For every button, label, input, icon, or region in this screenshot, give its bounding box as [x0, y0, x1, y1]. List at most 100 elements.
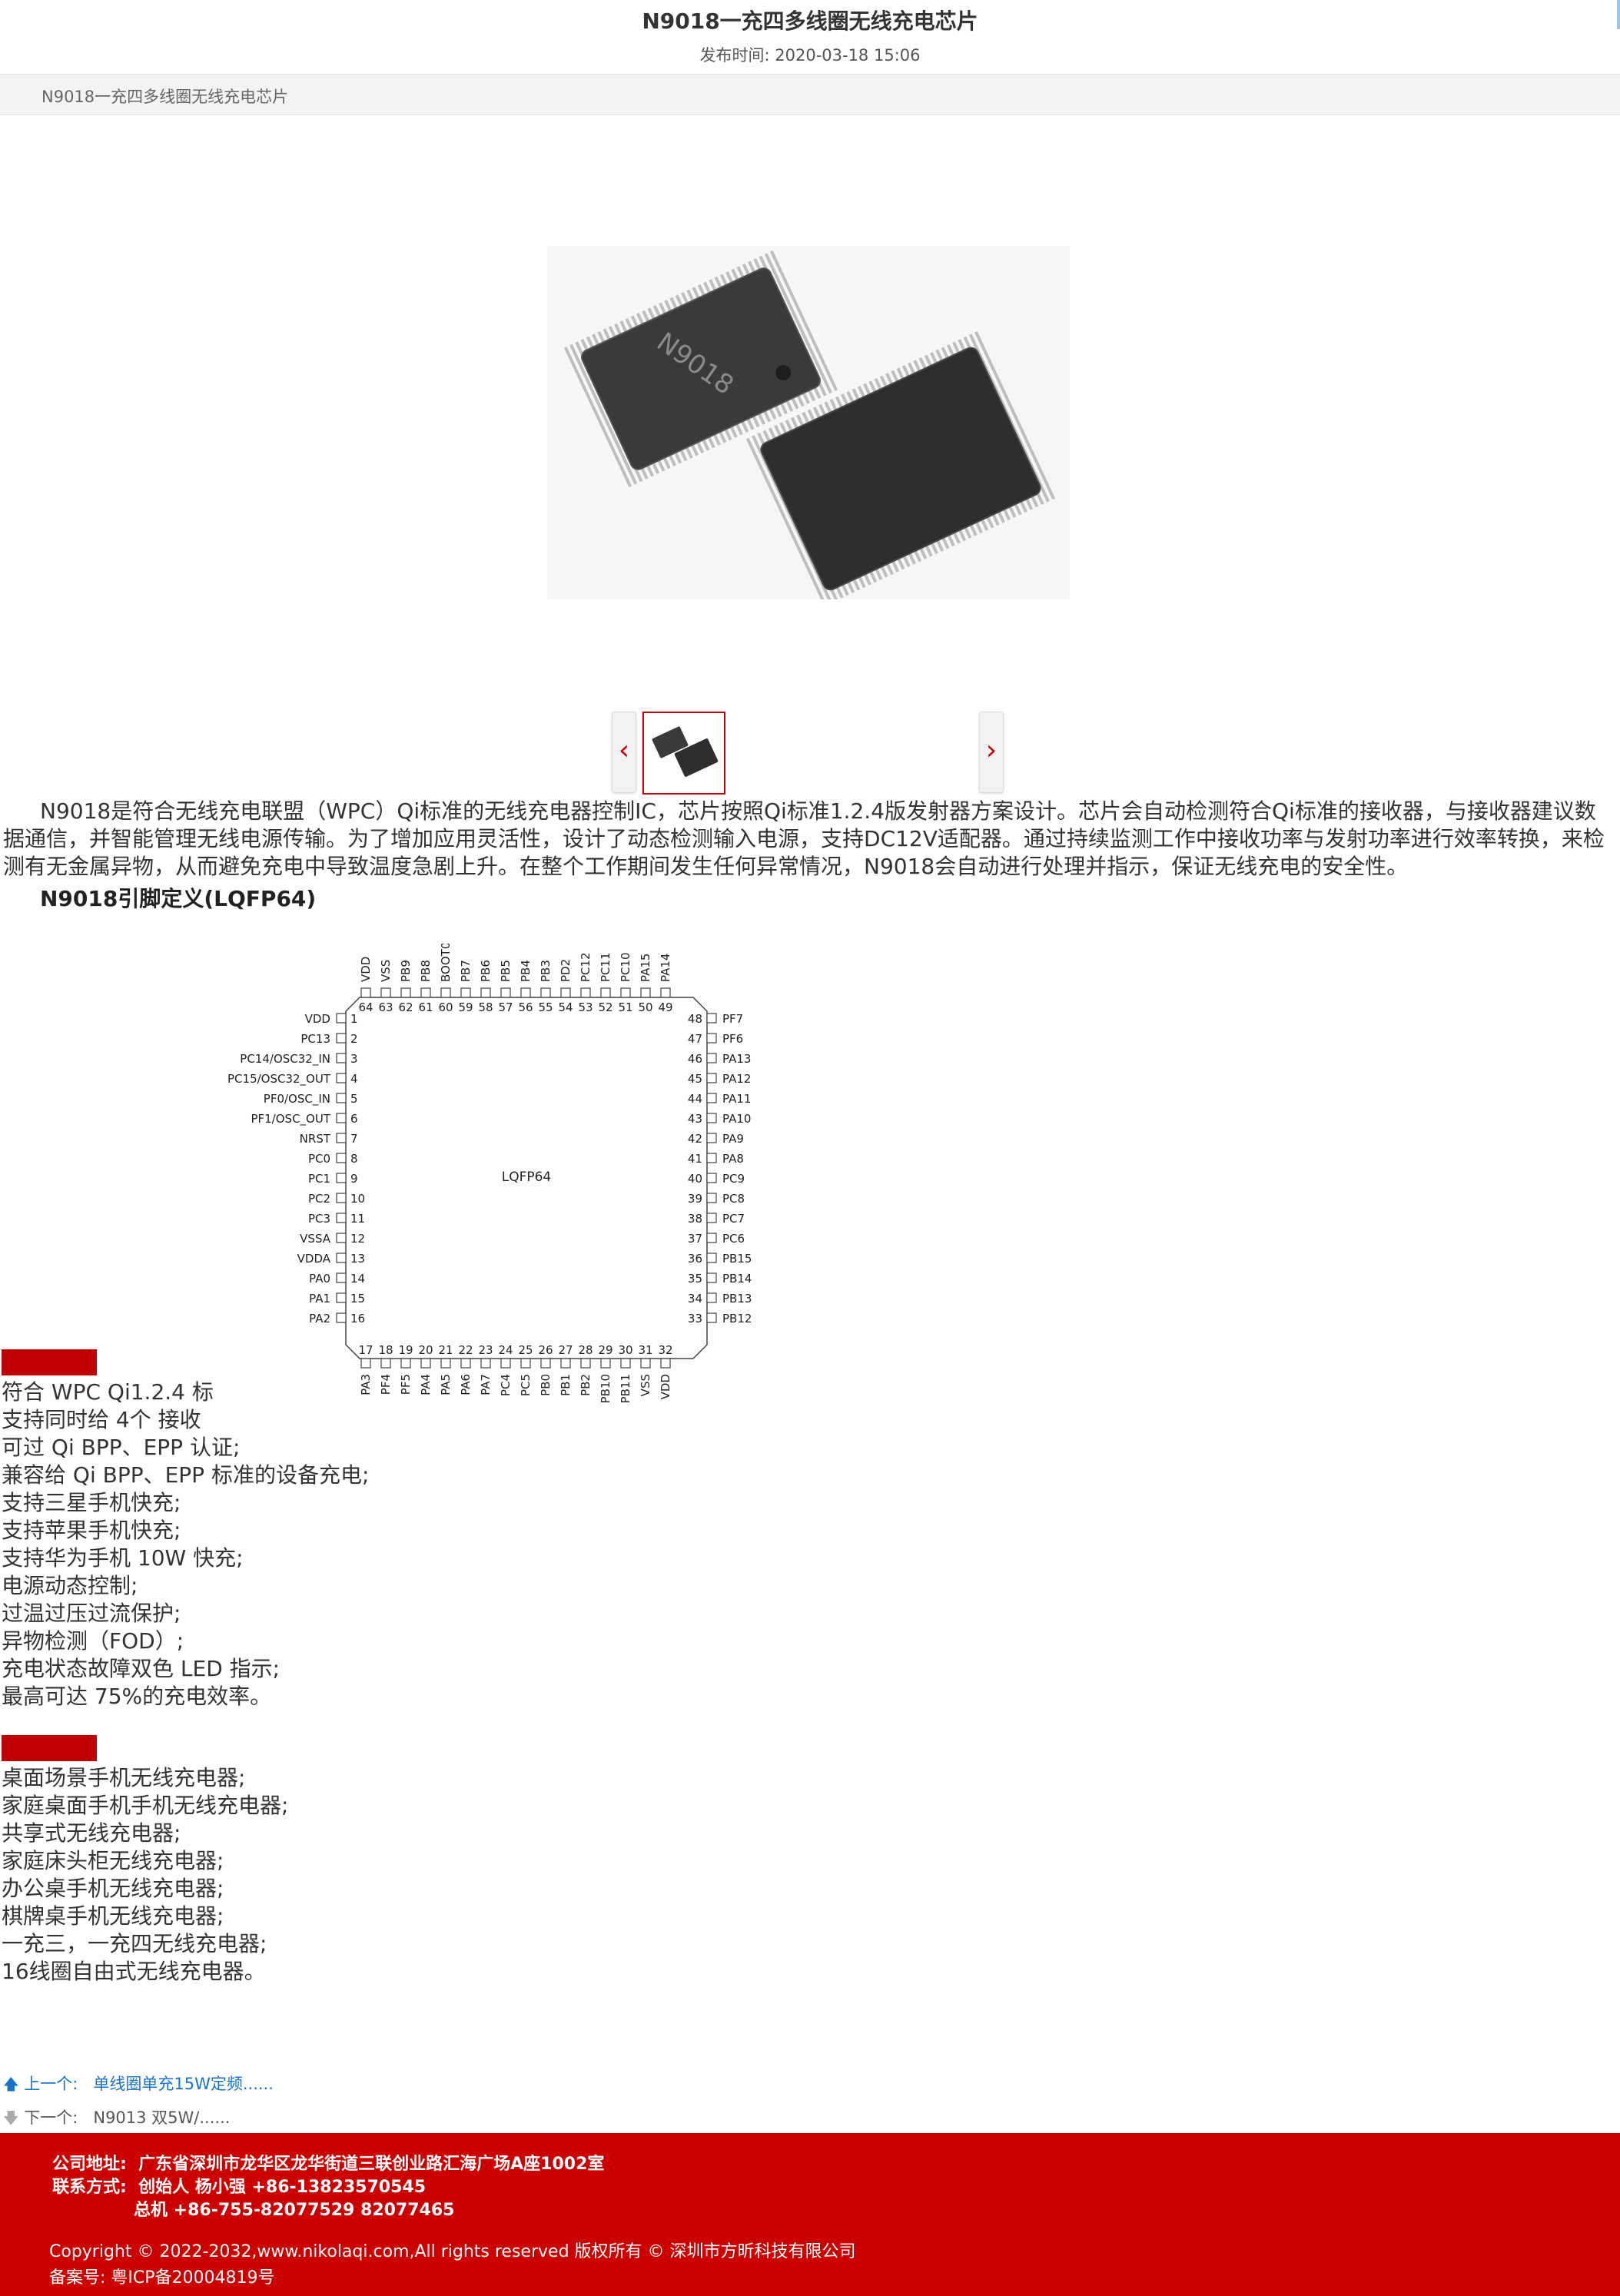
pin-name: PB2 — [579, 1374, 593, 1396]
next-label: 下一个: — [24, 2109, 78, 2127]
pin-number: 5 — [350, 1092, 358, 1106]
pin-name: PA14 — [659, 954, 672, 982]
pin-pad — [706, 1292, 717, 1303]
pin-name: PB3 — [539, 960, 553, 982]
feature-item: 过温过压过流保护; — [2, 1601, 181, 1626]
pin-pad — [706, 1193, 717, 1203]
pin-number: 20 — [418, 1343, 433, 1357]
pin-number: 36 — [688, 1252, 702, 1266]
pin-name: VDD — [359, 957, 373, 982]
address-value: 广东省深圳市龙华区龙华街道三联创业路汇海广场A座1002室 — [138, 2155, 605, 2174]
pin-name: PA15 — [639, 954, 652, 982]
pin-number: 25 — [518, 1343, 533, 1357]
gallery-next-button[interactable]: › — [979, 712, 1004, 793]
thumbnail-image — [652, 726, 719, 777]
pin-pad — [336, 1153, 347, 1163]
pin-number: 32 — [658, 1343, 672, 1357]
pin-name: PC11 — [599, 952, 612, 982]
pin-pad — [580, 987, 591, 998]
feature-item: 可过 Qi BPP、EPP 认证; — [2, 1435, 241, 1460]
applications-list: 桌面场景手机无线充电器;家庭桌面手机手机无线充电器;共享式无线充电器;家庭床头柜… — [2, 1764, 288, 1986]
pin-name: PA11 — [722, 1092, 751, 1106]
pin-pad — [706, 1153, 717, 1163]
pin-pad — [400, 987, 411, 998]
feature-item: 异物检测（FOD）; — [2, 1628, 184, 1654]
arrow-down-icon: 🡇 — [3, 2109, 19, 2127]
pin-pad — [660, 987, 671, 998]
pin-name: PF7 — [722, 1012, 743, 1026]
pin-name: PA7 — [479, 1374, 493, 1395]
footer-contact: 联系方式: 创始人 杨小强 +86-13823570545 — [52, 2173, 426, 2198]
pin-number: 21 — [438, 1343, 453, 1357]
pin-number: 53 — [578, 1000, 593, 1014]
pin-name: PA5 — [439, 1374, 453, 1395]
pin-number: 51 — [618, 1000, 632, 1014]
pin-pad — [460, 1358, 471, 1369]
pin-number: 64 — [358, 1000, 373, 1014]
publish-date: 发布时间: 2020-03-18 15:06 — [0, 43, 1620, 66]
pin-name: PA1 — [309, 1292, 330, 1306]
pin-number: 52 — [598, 1000, 612, 1014]
feature-item: 兼容给 Qi BPP、EPP 标准的设备充电; — [2, 1462, 370, 1488]
package-label: LQFP64 — [502, 1170, 552, 1185]
next-title[interactable]: N9013 双5W/...... — [93, 2109, 231, 2127]
breadcrumb[interactable]: N9018一充四多线圈无线充电芯片 — [41, 88, 289, 106]
pin-number: 45 — [688, 1072, 702, 1086]
pin-name: VDD — [659, 1374, 672, 1399]
gallery-prev-button[interactable]: ‹ — [612, 712, 636, 793]
scrollbar-indicator — [1617, 0, 1620, 29]
features-list: 符合 WPC Qi1.2.4 标支持同时给 4个 接收可过 Qi BPP、EPP… — [2, 1379, 369, 1710]
pin-number: 50 — [638, 1000, 652, 1014]
pin-pad — [560, 1358, 571, 1369]
pin-pad — [336, 1093, 347, 1103]
pin-number: 43 — [688, 1112, 702, 1126]
pin-pad — [660, 1358, 671, 1369]
pin-name: PC9 — [722, 1172, 745, 1186]
pin-pad — [706, 1272, 717, 1283]
pin-pad — [360, 1358, 371, 1369]
prev-title[interactable]: 单线圈单充15W定频...... — [93, 2075, 274, 2093]
pin-name: PC15/OSC32_OUT — [227, 1072, 331, 1087]
pin-number: 2 — [350, 1032, 358, 1046]
pin-number: 39 — [688, 1192, 702, 1206]
contact-label: 联系方式: — [52, 2178, 127, 2197]
product-photo: N9018 — [547, 246, 1070, 608]
pin-number: 9 — [350, 1172, 358, 1186]
pin-name: PC4 — [499, 1374, 513, 1396]
pin-name: PF5 — [399, 1374, 413, 1395]
pin-pad — [380, 1358, 391, 1369]
footer-icp[interactable]: 备案号: 粤ICP备20004819号 — [49, 2268, 275, 2288]
pin-name: PF4 — [379, 1374, 393, 1395]
pin-number: 46 — [688, 1052, 702, 1066]
pin-name: PC7 — [722, 1212, 745, 1226]
pin-pad — [706, 1013, 717, 1024]
pin-number: 12 — [350, 1232, 365, 1246]
pin-name: PB14 — [722, 1272, 752, 1286]
pin-number: 16 — [350, 1312, 365, 1326]
pin-pad — [500, 987, 511, 998]
gallery-thumbnail[interactable] — [642, 712, 725, 795]
pin-pad — [336, 1312, 347, 1323]
pin-name: BOOT0 — [439, 944, 453, 982]
pin-name: PB8 — [419, 960, 433, 982]
pin-pad — [336, 1133, 347, 1143]
pin-name: PA12 — [722, 1072, 751, 1086]
prev-article-link[interactable]: 🡅 上一个: 单线圈单充15W定频...... — [3, 2072, 274, 2099]
pin-pad — [706, 1133, 717, 1143]
pin-number: 24 — [498, 1343, 513, 1357]
pin-pad — [336, 1073, 347, 1083]
pin-pad — [620, 1358, 631, 1369]
page-title: N9018一充四多线圈无线充电芯片 — [642, 8, 978, 34]
next-article-link[interactable]: 🡇 下一个: N9013 双5W/...... — [3, 2105, 230, 2133]
pin-pad — [520, 1358, 531, 1369]
pin-pad — [336, 1193, 347, 1203]
publish-label: 发布时间: — [699, 46, 775, 65]
pin-number: 42 — [688, 1132, 702, 1146]
pin-name: PC0 — [308, 1152, 330, 1166]
pin-pad — [480, 1358, 491, 1369]
pin-pad — [706, 1233, 717, 1243]
publish-time: 2020-03-18 15:06 — [775, 46, 921, 65]
footer-address: 公司地址: 广东省深圳市龙华区龙华街道三联创业路汇海广场A座1002室 — [52, 2150, 604, 2175]
pin-name: PF0/OSC_IN — [264, 1092, 330, 1107]
